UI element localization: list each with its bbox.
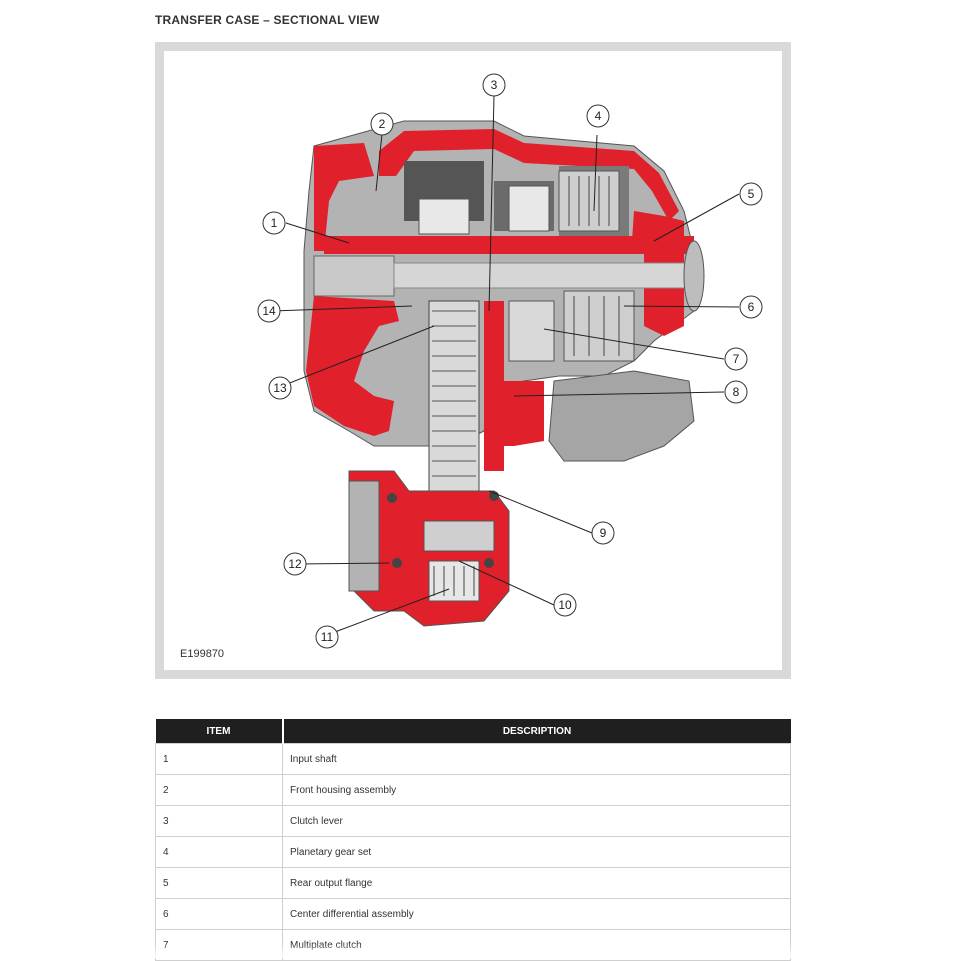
planetary-gear-set-detail xyxy=(558,170,620,232)
svg-text:3: 3 xyxy=(491,78,498,92)
item-description: Rear output flange xyxy=(282,867,791,899)
callout-6: 6 xyxy=(739,295,763,319)
column-header-item: ITEM xyxy=(155,719,284,744)
sectional-view-figure: 1 2 3 4 5 6 7 8 9 10 11 12 13 14 E199870 xyxy=(164,51,782,670)
callout-3: 3 xyxy=(482,73,506,97)
callout-10: 10 xyxy=(553,593,577,617)
svg-text:8: 8 xyxy=(733,385,740,399)
svg-text:14: 14 xyxy=(262,304,276,318)
callout-7: 7 xyxy=(724,347,748,371)
item-number: 4 xyxy=(155,836,283,868)
item-number: 5 xyxy=(155,867,283,899)
item-number: 1 xyxy=(155,743,283,775)
bottom-fade xyxy=(0,944,958,958)
callout-14: 14 xyxy=(257,299,281,323)
svg-text:10: 10 xyxy=(558,598,572,612)
main-housing xyxy=(303,120,705,471)
svg-text:4: 4 xyxy=(595,109,602,123)
svg-text:7: 7 xyxy=(733,352,740,366)
svg-text:13: 13 xyxy=(273,381,287,395)
callout-2: 2 xyxy=(370,112,394,136)
svg-text:5: 5 xyxy=(748,187,755,201)
callout-8: 8 xyxy=(724,380,748,404)
svg-text:12: 12 xyxy=(288,557,302,571)
item-description: Front housing assembly xyxy=(282,774,791,806)
svg-text:1: 1 xyxy=(271,216,278,230)
page-heading: TRANSFER CASE – SECTIONAL VIEW xyxy=(155,13,380,27)
callout-4: 4 xyxy=(586,104,610,128)
callout-11: 11 xyxy=(315,625,339,649)
item-description: Clutch lever xyxy=(282,805,791,837)
table-header-row: ITEM DESCRIPTION xyxy=(155,719,791,744)
callout-1: 1 xyxy=(262,211,286,235)
callout-12: 12 xyxy=(283,552,307,576)
svg-text:11: 11 xyxy=(321,630,334,644)
callout-13: 13 xyxy=(268,376,292,400)
callout-5: 5 xyxy=(739,182,763,206)
svg-text:6: 6 xyxy=(748,300,755,314)
item-description: Input shaft xyxy=(282,743,791,775)
item-number: 6 xyxy=(155,898,283,930)
figure-frame: 1 2 3 4 5 6 7 8 9 10 11 12 13 14 E199870 xyxy=(155,42,791,679)
front-output-housing xyxy=(348,470,510,627)
leader-lines xyxy=(271,95,740,636)
item-number: 3 xyxy=(155,805,283,837)
svg-text:2: 2 xyxy=(379,117,386,131)
item-description: Center differential assembly xyxy=(282,898,791,930)
svg-text:9: 9 xyxy=(600,526,607,540)
item-description: Planetary gear set xyxy=(282,836,791,868)
column-header-description: DESCRIPTION xyxy=(282,719,791,744)
figure-id-label: E199870 xyxy=(180,648,225,660)
transfer-case-illustration: 1 2 3 4 5 6 7 8 9 10 11 12 13 14 xyxy=(257,73,763,649)
callout-9: 9 xyxy=(591,521,615,545)
item-number: 2 xyxy=(155,774,283,806)
drive-chain xyxy=(428,300,480,512)
